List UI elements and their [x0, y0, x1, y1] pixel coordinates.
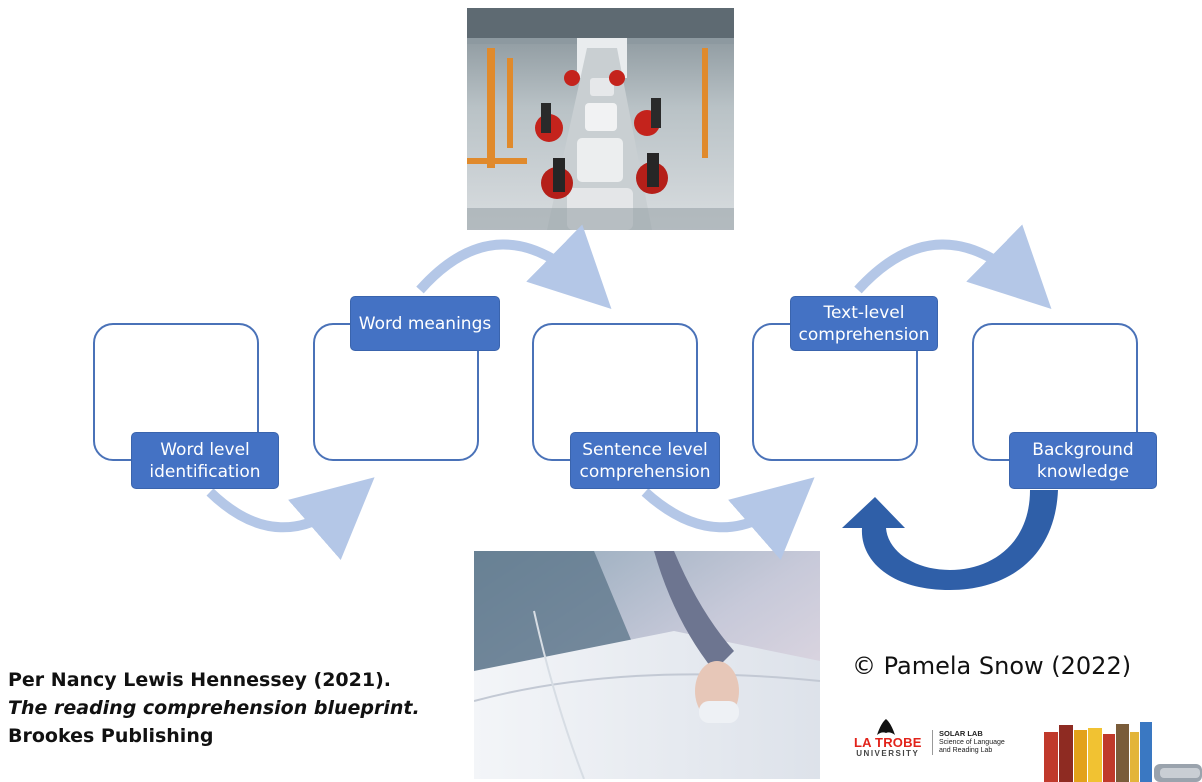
la-trobe-logo-text: LA TROBE UNIVERSITY	[854, 735, 922, 759]
factory-photo	[467, 8, 734, 230]
arrow-background-to-text	[842, 490, 1058, 590]
citation: Per Nancy Lewis Hennessey (2021). The re…	[8, 666, 428, 750]
arrow-word-identification-to-meanings	[206, 477, 375, 561]
solar-lab-line1: Science of Language	[939, 739, 1005, 746]
la-trobe-name: LA TROBE	[854, 735, 922, 750]
car-door-photo	[474, 551, 820, 779]
citation-title: The reading comprehension blueprint.	[8, 697, 420, 719]
la-trobe-university: UNIVERSITY	[856, 749, 920, 758]
arrow-text-to-background	[854, 224, 1052, 309]
copyright-notice: © Pamela Snow (2022)	[852, 652, 1132, 680]
label-text-level-comprehension: Text-level comprehension	[790, 296, 938, 351]
books-icon	[1044, 722, 1202, 782]
solar-lab-logo: SOLAR LAB Science of Language and Readin…	[932, 730, 1005, 755]
arrow-sentence-to-text	[641, 477, 815, 561]
solar-lab-name: SOLAR LAB	[939, 729, 983, 738]
label-word-level-identification: Word level identification	[131, 432, 279, 489]
arrow-meanings-to-sentence	[416, 224, 612, 309]
label-sentence-level-comprehension: Sentence level comprehension	[570, 432, 720, 489]
solar-lab-line2: and Reading Lab	[939, 747, 993, 754]
la-trobe-crest-icon	[877, 719, 895, 735]
citation-publisher: Brookes Publishing	[8, 725, 214, 747]
label-word-meanings: Word meanings	[350, 296, 500, 351]
label-background-knowledge: Background knowledge	[1009, 432, 1157, 489]
citation-author: Per Nancy Lewis Hennessey (2021).	[8, 669, 391, 691]
